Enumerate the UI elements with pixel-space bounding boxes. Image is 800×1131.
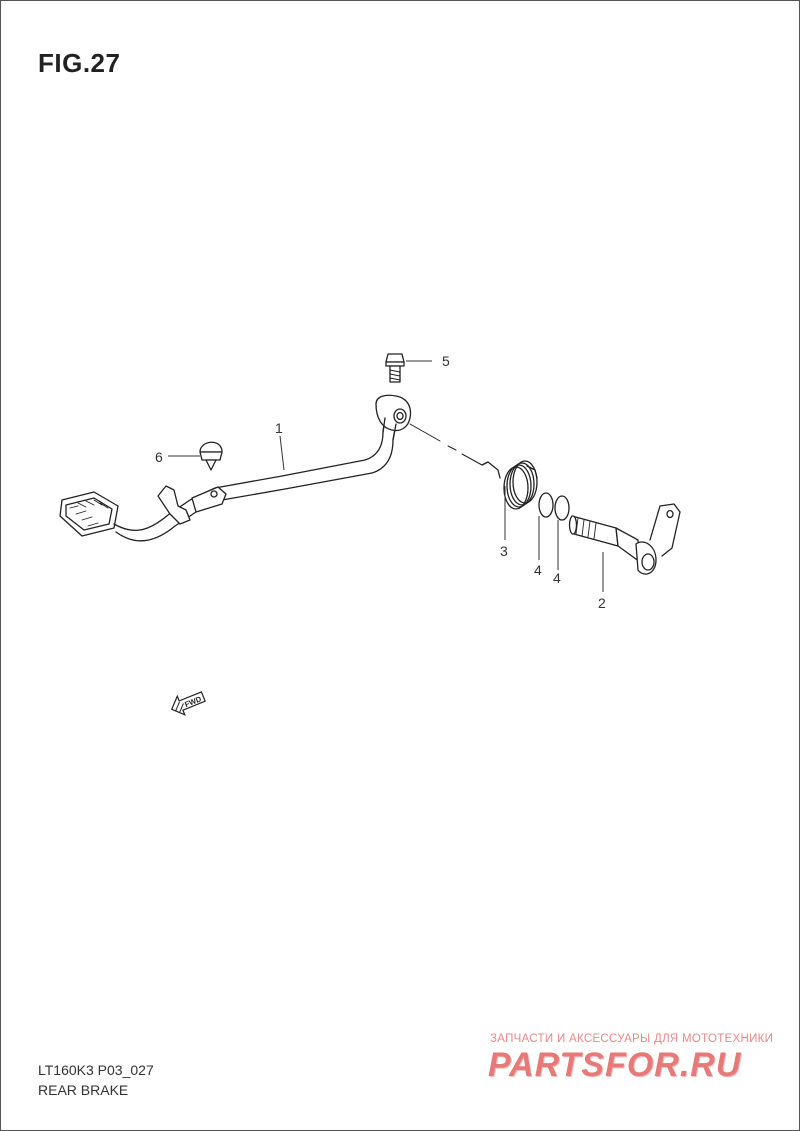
callout-6[interactable]: 6 [155,449,163,465]
callout-3[interactable]: 3 [500,543,508,559]
o-ring-part-a[interactable] [538,492,554,518]
rubber-stopper-part[interactable] [199,441,223,471]
watermark-logo: PARTSFOR.RU [488,1046,742,1084]
return-spring-part[interactable] [481,460,538,510]
callout-5[interactable]: 5 [442,353,450,369]
o-ring-part-b[interactable] [554,495,570,521]
brake-pedal-part[interactable] [59,394,412,542]
assembly-centerline [409,423,483,466]
bolt-part[interactable] [385,353,405,383]
forward-arrow-icon: FWD [170,691,206,716]
brake-shaft-part[interactable] [568,503,681,575]
watermark-tagline: ЗАПЧАСТИ И АКСЕССУАРЫ ДЛЯ МОТОТЕХНИКИ [490,1033,774,1045]
figure-title: FIG.27 [38,48,121,78]
section-title: REAR BRAKE [38,1082,129,1098]
callout-2[interactable]: 2 [598,595,606,611]
model-code: LT160K3 P03_027 [38,1062,154,1078]
leader-line-1 [279,435,285,471]
callout-4b[interactable]: 4 [553,570,561,586]
callout-1[interactable]: 1 [275,420,283,436]
callout-4a[interactable]: 4 [534,562,542,578]
